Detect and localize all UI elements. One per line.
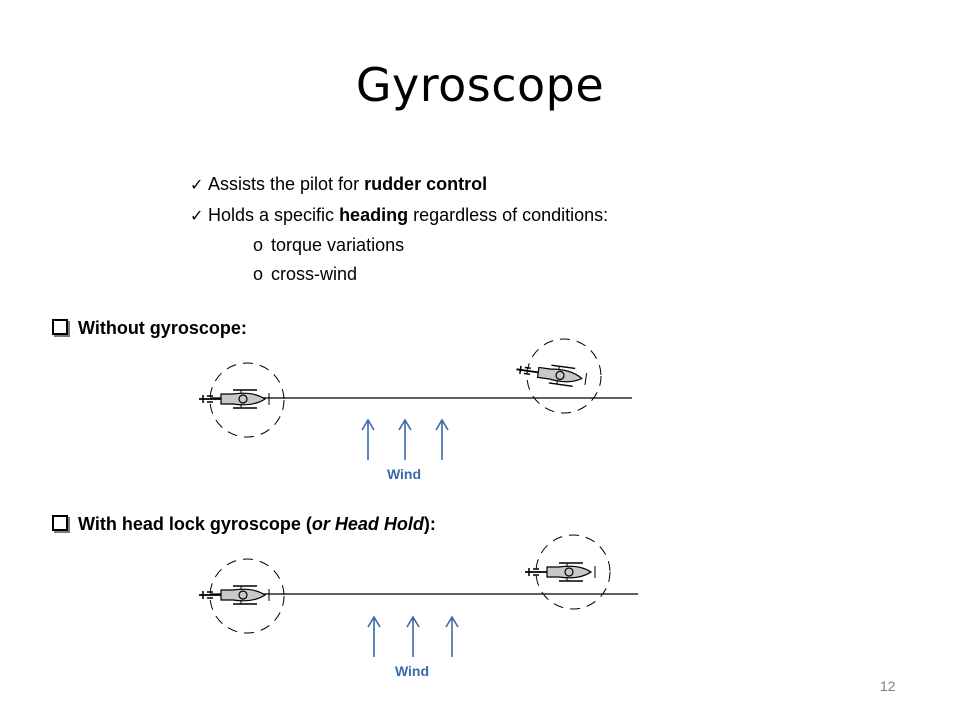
helicopter-icon-held bbox=[524, 562, 596, 582]
page-number: 12 bbox=[880, 678, 896, 694]
rotation-circle bbox=[209, 558, 285, 634]
checkmark-icon: ✓ bbox=[190, 177, 204, 194]
sub-bullet-marker: o bbox=[253, 235, 264, 255]
wind-arrow-head bbox=[361, 418, 375, 431]
wind-arrows bbox=[367, 615, 459, 657]
checkmark-icon: ✓ bbox=[190, 207, 204, 225]
bullet-heading: ✓Holds a specific heading regardless of … bbox=[190, 201, 608, 232]
diagram-without-gyroscope: Wind bbox=[198, 338, 632, 482]
sub-bullet-crosswind: o cross-wind bbox=[190, 260, 608, 289]
section-label: With head lock gyroscope ( bbox=[78, 514, 312, 534]
section-without-gyroscope: Without gyroscope: bbox=[52, 318, 247, 339]
section-label: Without gyroscope: bbox=[78, 318, 247, 338]
sub-bullet-torque: o torque variations bbox=[190, 231, 608, 260]
rotation-circle bbox=[535, 534, 611, 610]
bullet-text-tail: regardless of conditions: bbox=[408, 204, 609, 225]
bullet-rudder-control: ✓Assists the pilot for rudder control bbox=[190, 170, 608, 201]
bullet-bold-text: heading bbox=[339, 204, 409, 225]
checkbox-bullet-icon bbox=[52, 515, 68, 531]
helicopter-icon bbox=[198, 389, 270, 409]
wind-label: Wind bbox=[387, 466, 421, 482]
wind-arrows bbox=[361, 418, 449, 460]
section-label-tail: ): bbox=[423, 514, 436, 534]
wind-label: Wind bbox=[395, 663, 429, 679]
helicopter-icon-rotated bbox=[514, 359, 588, 389]
wind-arrow-head bbox=[445, 615, 459, 628]
helicopter-icon bbox=[198, 585, 270, 605]
sub-bullet-marker: o bbox=[253, 263, 264, 284]
wind-arrow-head bbox=[367, 615, 381, 628]
checkbox-bullet-icon bbox=[52, 319, 68, 335]
rotation-circle bbox=[209, 362, 285, 438]
rotation-circle bbox=[526, 338, 602, 414]
diagram-with-head-lock: Wind bbox=[198, 534, 638, 679]
section-label-italic: or Head Hold bbox=[311, 514, 424, 534]
section-with-head-lock: With head lock gyroscope (or Head Hold): bbox=[52, 514, 436, 535]
slide-title: Gyroscope bbox=[355, 58, 605, 112]
bullet-list: ✓Assists the pilot for rudder control ✓H… bbox=[190, 170, 608, 288]
bullet-bold-text: rudder control bbox=[364, 174, 488, 194]
sub-bullet-text: cross-wind bbox=[271, 263, 358, 284]
sub-bullet-text: torque variations bbox=[271, 235, 405, 255]
wind-arrow-head bbox=[398, 418, 412, 431]
wind-arrow-head bbox=[435, 418, 449, 431]
bullet-text: Assists the pilot for bbox=[208, 174, 365, 194]
wind-arrow-head bbox=[406, 615, 420, 628]
bullet-text: Holds a specific bbox=[208, 204, 340, 225]
